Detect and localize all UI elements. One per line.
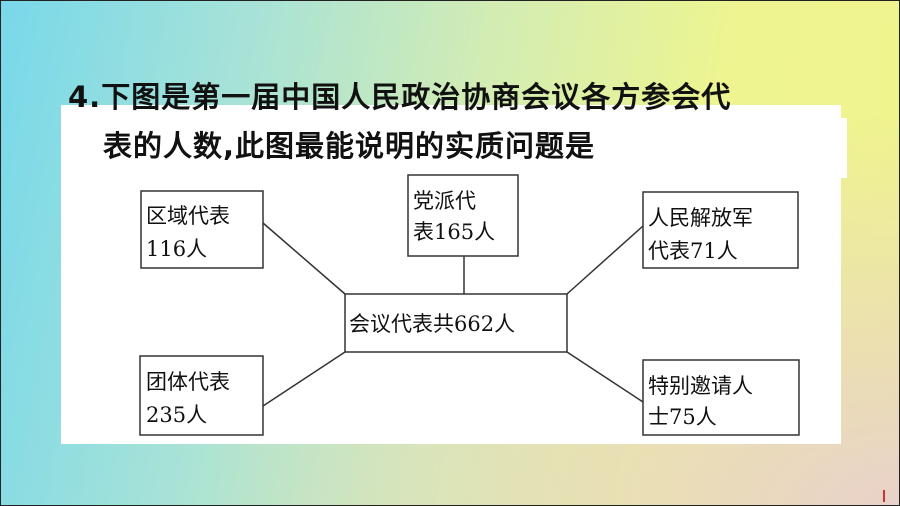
party-label-2: 表165人	[413, 220, 495, 244]
group-label-1: 团体代表	[146, 370, 230, 394]
box-party	[407, 174, 519, 257]
corner-mark	[883, 490, 885, 502]
box-special	[642, 359, 800, 436]
question-line-1: 4.下图是第一届中国人民政治协商会议各方参会代	[68, 80, 732, 114]
connector-special	[566, 351, 644, 403]
special-label-1: 特别邀请人	[648, 374, 753, 398]
group-label-2: 235人	[146, 403, 207, 427]
regional-label-1: 区域代表	[146, 204, 230, 228]
connector-regional	[262, 222, 346, 295]
box-pla	[642, 191, 799, 269]
box-regional	[140, 190, 264, 269]
connector-group	[262, 351, 346, 407]
connector-pla	[566, 225, 644, 295]
pla-label-1: 人民解放军	[648, 206, 753, 230]
box-center	[344, 293, 568, 353]
content-card-edge	[841, 118, 847, 178]
party-label-1: 党派代	[413, 189, 476, 213]
regional-label-2: 116人	[146, 237, 207, 261]
center-label: 会议代表共662人	[349, 312, 515, 336]
pla-label-2: 代表71人	[648, 239, 738, 263]
box-group	[139, 355, 264, 436]
question-line-2: 表的人数,此图最能说明的实质问题是	[103, 129, 596, 163]
special-label-2: 士75人	[648, 405, 717, 429]
